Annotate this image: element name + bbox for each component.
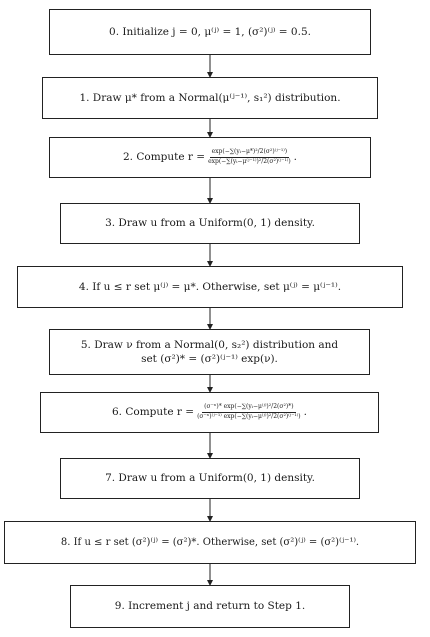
step-6-fraction: (σ⁻ⁿ)* exp(−∑(yᵢ−μ⁽ʲ⁾)²/2(σ²)*) (σ⁻ⁿ)⁽ʲ⁻… [195, 403, 303, 421]
step-6-numerator: (σ⁻ⁿ)* exp(−∑(yᵢ−μ⁽ʲ⁾)²/2(σ²)*) [202, 403, 296, 413]
step-0-text: 0. Initialize j = 0, μ⁽ʲ⁾ = 1, (σ²)⁽ʲ⁾ =… [109, 25, 311, 38]
step-6-box: 6. Compute r = (σ⁻ⁿ)* exp(−∑(yᵢ−μ⁽ʲ⁾)²/2… [40, 392, 379, 433]
step-3-text: 3. Draw u from a Uniform(0, 1) density. [105, 217, 315, 230]
step-7-text: 7. Draw u from a Uniform(0, 1) density. [105, 472, 315, 485]
step-2-suffix: . [293, 151, 298, 164]
step-5-line-2: set (σ²)* = (σ²)⁽ʲ⁻¹⁾ exp(ν). [141, 353, 278, 365]
step-9-text: 9. Increment j and return to Step 1. [114, 600, 306, 613]
step-2-prefix: 2. Compute r = [122, 151, 206, 164]
step-3-box: 3. Draw u from a Uniform(0, 1) density. [60, 203, 360, 244]
step-4-text: 4. If u ≤ r set μ⁽ʲ⁾ = μ*. Otherwise, se… [78, 280, 342, 293]
step-6-suffix: . [303, 406, 307, 419]
step-1-box: 1. Draw μ* from a Normal(μ⁽ʲ⁻¹⁾, s₁²) di… [42, 77, 378, 119]
step-7-box: 7. Draw u from a Uniform(0, 1) density. [60, 458, 360, 499]
step-6-prefix: 6. Compute r = [111, 406, 195, 419]
step-0-box: 0. Initialize j = 0, μ⁽ʲ⁾ = 1, (σ²)⁽ʲ⁾ =… [49, 9, 371, 55]
step-5-line-1: 5. Draw ν from a Normal(0, s₂²) distribu… [80, 338, 339, 351]
step-1-text: 1. Draw μ* from a Normal(μ⁽ʲ⁻¹⁾, s₁²) di… [79, 91, 341, 104]
step-6-denominator: (σ⁻ⁿ)⁽ʲ⁻¹⁾ exp(−∑(yᵢ−μ⁽ʲ⁾)²/2(σ²)⁽ʲ⁻¹⁾) [197, 413, 301, 420]
step-5-box: 5. Draw ν from a Normal(0, s₂²) distribu… [49, 329, 370, 375]
step-2-numerator: exp(−∑(yᵢ−μ*)²/2(σ²)⁽ʲ⁻¹⁾) [209, 148, 290, 158]
step-8-box: 8. If u ≤ r set (σ²)⁽ʲ⁾ = (σ²)*. Otherwi… [4, 521, 416, 564]
step-2-denominator: exp(−∑(yᵢ−μ⁽ʲ⁻¹⁾)²/2(σ²)⁽ʲ⁻¹⁾) [208, 158, 291, 165]
step-2-box: 2. Compute r = exp(−∑(yᵢ−μ*)²/2(σ²)⁽ʲ⁻¹⁾… [49, 137, 371, 178]
step-8-text: 8. If u ≤ r set (σ²)⁽ʲ⁾ = (σ²)*. Otherwi… [60, 536, 360, 548]
step-4-box: 4. If u ≤ r set μ⁽ʲ⁾ = μ*. Otherwise, se… [17, 266, 403, 308]
step-9-box: 9. Increment j and return to Step 1. [70, 585, 350, 628]
step-2-fraction: exp(−∑(yᵢ−μ*)²/2(σ²)⁽ʲ⁻¹⁾) exp(−∑(yᵢ−μ⁽ʲ… [206, 148, 293, 166]
